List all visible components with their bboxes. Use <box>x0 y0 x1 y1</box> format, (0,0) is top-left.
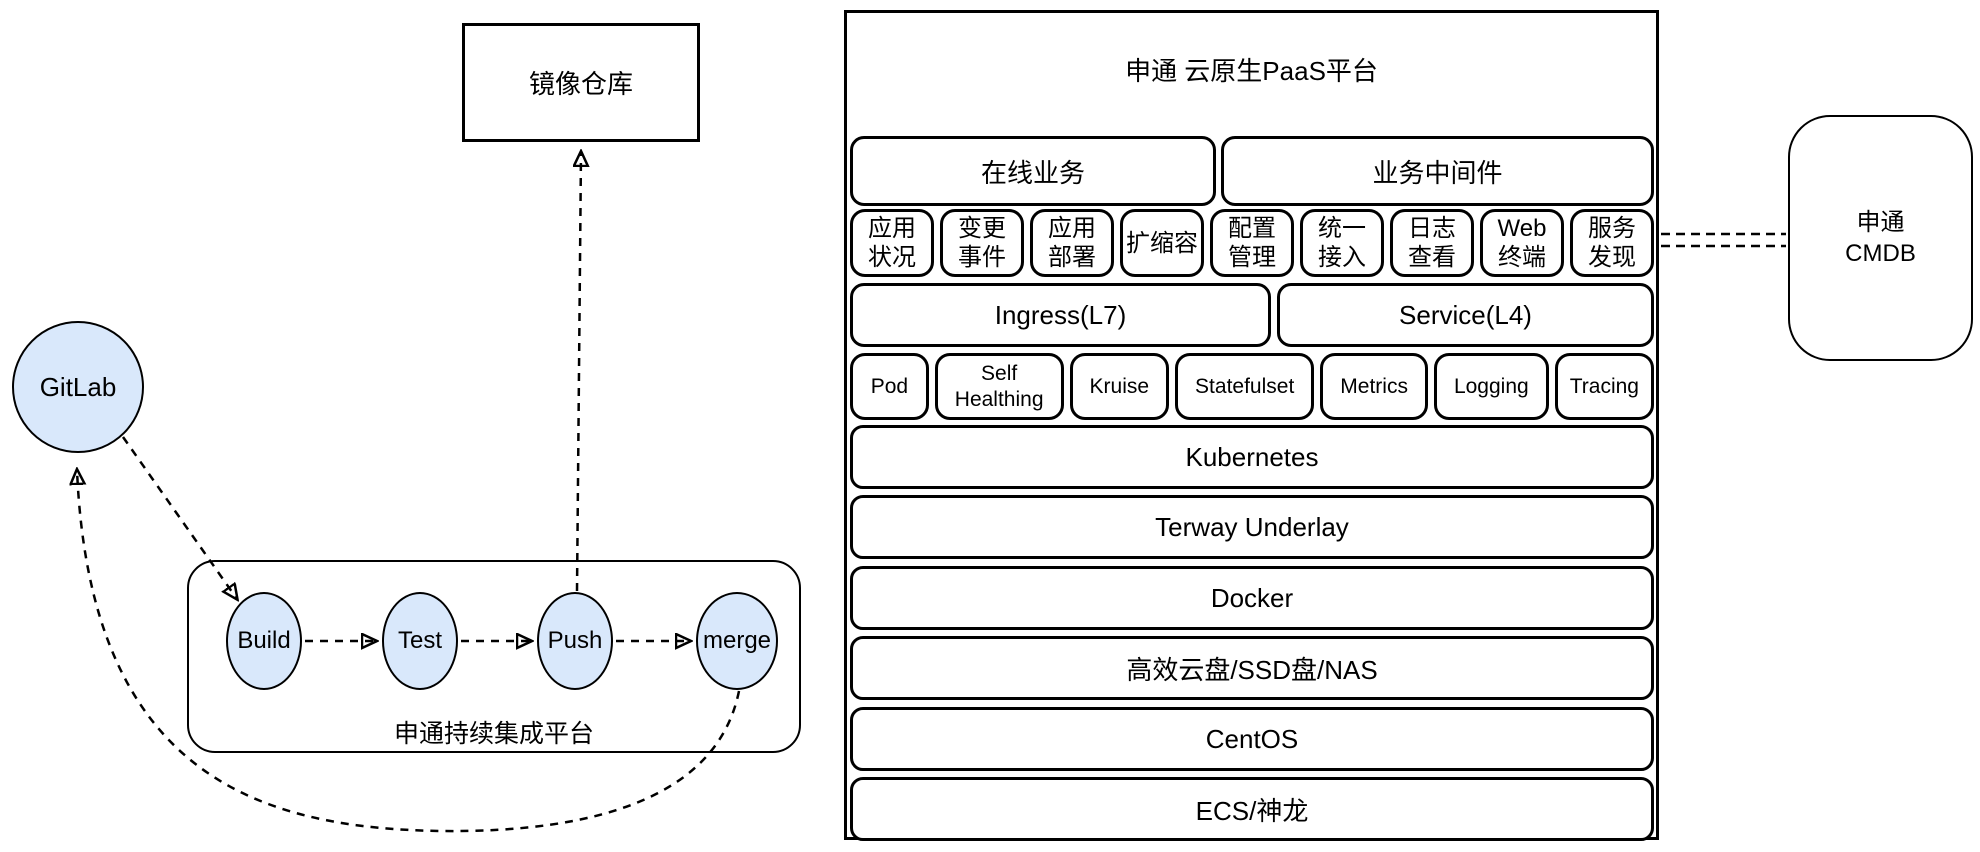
image-registry-node: 镜像仓库 <box>462 23 700 142</box>
arrow-push-to-registry <box>577 152 581 592</box>
ci-platform-label: 申通持续集成平台 <box>393 720 594 748</box>
step-push-label: Push <box>547 627 603 654</box>
gitlab-label: GitLab <box>39 371 117 402</box>
workload-kruise: Kruise <box>1069 353 1170 420</box>
feature-change-events: 变更 事件 <box>940 209 1024 277</box>
ingress-l7-node: Ingress(L7) <box>850 283 1271 347</box>
category-business-middleware-label: 业务中间件 <box>1372 157 1503 188</box>
step-build-node: Build <box>226 592 302 690</box>
feature-app-deploy: 应用 部署 <box>1030 209 1114 277</box>
step-test-label: Test <box>397 627 442 654</box>
workload-tracing: Tracing <box>1554 353 1655 420</box>
category-online-business: 在线业务 <box>850 136 1216 206</box>
paas-platform-box: 申通 云原生PaaS平台 在线业务 业务中间件 应用 状况 变更 事件 应用 部… <box>844 10 1659 841</box>
feature-app-status: 应用 状况 <box>850 209 934 277</box>
feature-web-terminal: Web 终端 <box>1480 209 1564 277</box>
step-push-node: Push <box>537 592 613 690</box>
layer-centos: CentOS <box>850 707 1654 771</box>
workload-logging: Logging <box>1433 353 1549 420</box>
gitlab-node: GitLab <box>12 321 144 453</box>
service-l4-node: Service(L4) <box>1277 283 1654 347</box>
cmdb-node: 申通 CMDB <box>1788 115 1973 361</box>
workload-row: Pod Self Healthing Kruise Statefulset Me… <box>850 353 1655 420</box>
paas-platform-title: 申通 云原生PaaS平台 <box>1125 56 1378 86</box>
step-merge-node: merge <box>696 592 778 690</box>
feature-config-mgmt: 配置 管理 <box>1210 209 1294 277</box>
feature-log-view: 日志 查看 <box>1390 209 1474 277</box>
category-online-business-label: 在线业务 <box>980 157 1085 188</box>
cmdb-label-line1: 申通 <box>1856 209 1905 236</box>
feature-service-discovery: 服务 发现 <box>1570 209 1654 277</box>
network-row: Ingress(L7) Service(L4) <box>850 283 1654 347</box>
workload-pod: Pod <box>850 353 929 420</box>
feature-scaling: 扩缩容 <box>1120 209 1204 277</box>
layer-kubernetes: Kubernetes <box>850 425 1654 489</box>
feature-row: 应用 状况 变更 事件 应用 部署 扩缩容 配置 管理 统一 接入 <box>850 209 1654 277</box>
category-row: 在线业务 业务中间件 <box>850 136 1654 206</box>
ingress-l7-label: Ingress(L7) <box>994 299 1127 330</box>
layer-docker: Docker <box>850 566 1654 630</box>
image-registry-label: 镜像仓库 <box>528 69 633 99</box>
workload-statefulset: Statefulset <box>1175 353 1315 420</box>
feature-unified-access: 统一 接入 <box>1300 209 1384 277</box>
layer-terway-underlay: Terway Underlay <box>850 495 1654 559</box>
workload-self-healthing: Self Healthing <box>934 353 1064 420</box>
category-business-middleware: 业务中间件 <box>1221 136 1654 206</box>
step-test-node: Test <box>382 592 458 690</box>
cmdb-label-line2: CMDB <box>1845 240 1916 267</box>
layer-ecs: ECS/神龙 <box>850 777 1654 841</box>
service-l4-label: Service(L4) <box>1399 299 1532 330</box>
workload-metrics: Metrics <box>1320 353 1428 420</box>
step-merge-label: merge <box>702 627 772 654</box>
step-build-label: Build <box>237 627 291 654</box>
layer-storage: 高效云盘/SSD盘/NAS <box>850 636 1654 700</box>
